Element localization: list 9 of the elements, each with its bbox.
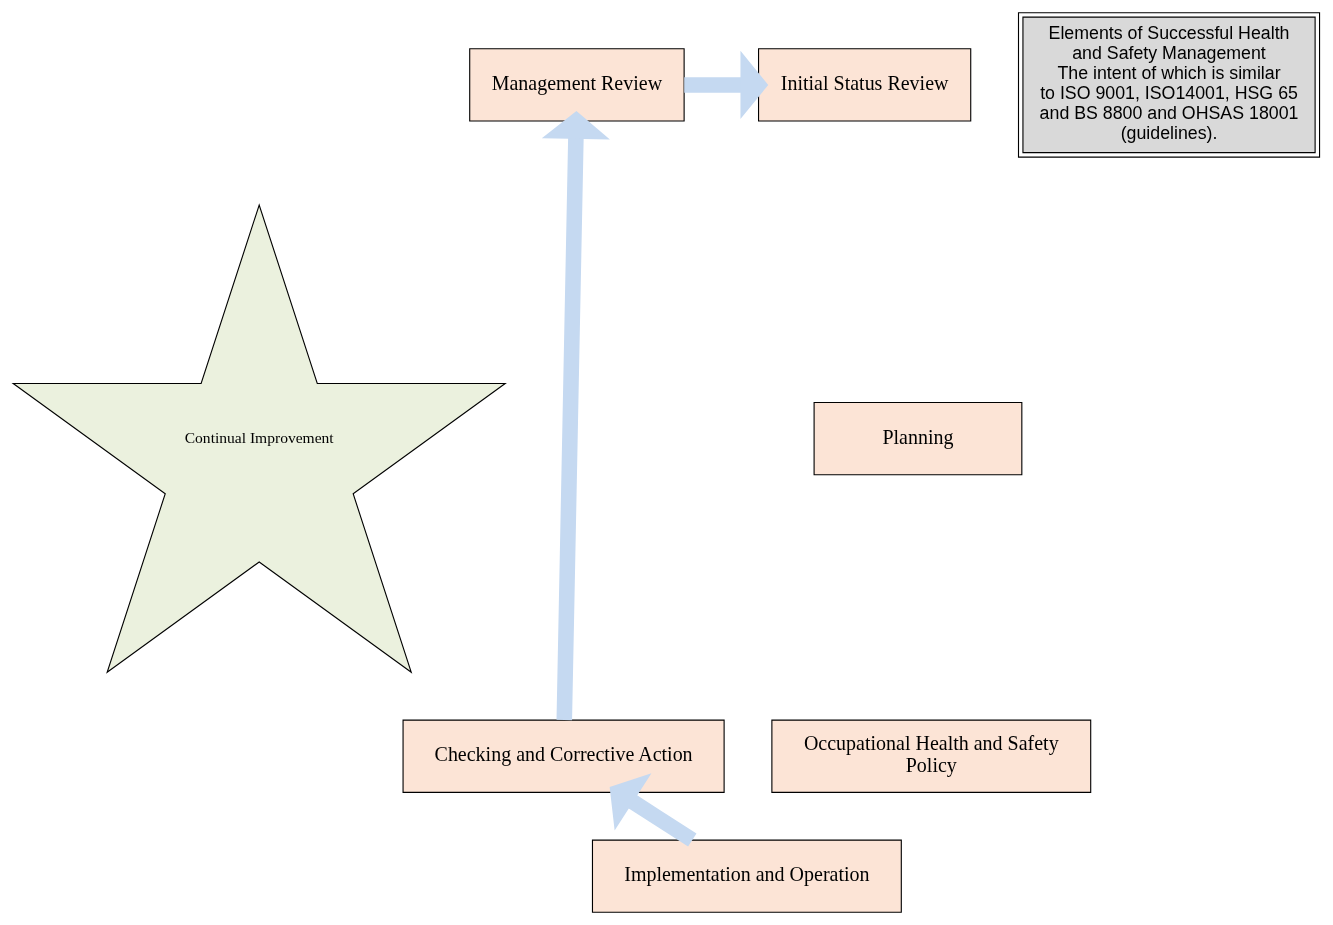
node-box: Planning bbox=[813, 401, 1023, 476]
node-box: Checking and Corrective Action bbox=[402, 719, 725, 793]
node-box: Initial Status Review bbox=[758, 48, 972, 122]
node-box: Occupational Health and Safety Policy bbox=[771, 719, 1092, 793]
arrow bbox=[684, 50, 769, 119]
node-box: Implementation and Operation bbox=[591, 839, 902, 913]
node-box: Management Review bbox=[469, 48, 685, 122]
node-box: Elements of Successful Health and Safety Management The intent of which is similar to ISO 9001, ISO14001, HSG 65 and BS 8800 and OHSAS 18001 (guidelines). bbox=[1017, 12, 1321, 158]
arrow bbox=[541, 111, 610, 721]
